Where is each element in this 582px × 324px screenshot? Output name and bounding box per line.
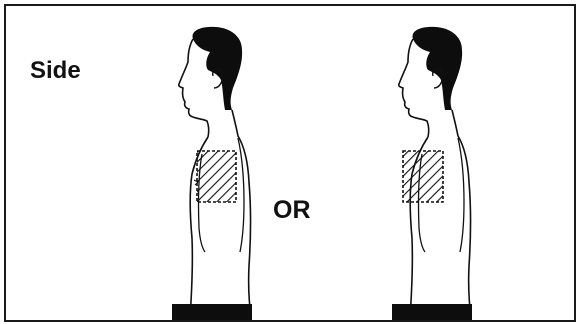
or-label: OR	[273, 198, 311, 223]
left-pad-area	[197, 151, 236, 202]
left-man-figure	[172, 27, 252, 320]
right-man-figure	[392, 27, 472, 320]
figures-canvas	[6, 6, 574, 320]
side-label: Side	[30, 59, 81, 83]
right-pad-area	[403, 151, 443, 202]
diagram-frame: Side OR	[4, 4, 576, 322]
